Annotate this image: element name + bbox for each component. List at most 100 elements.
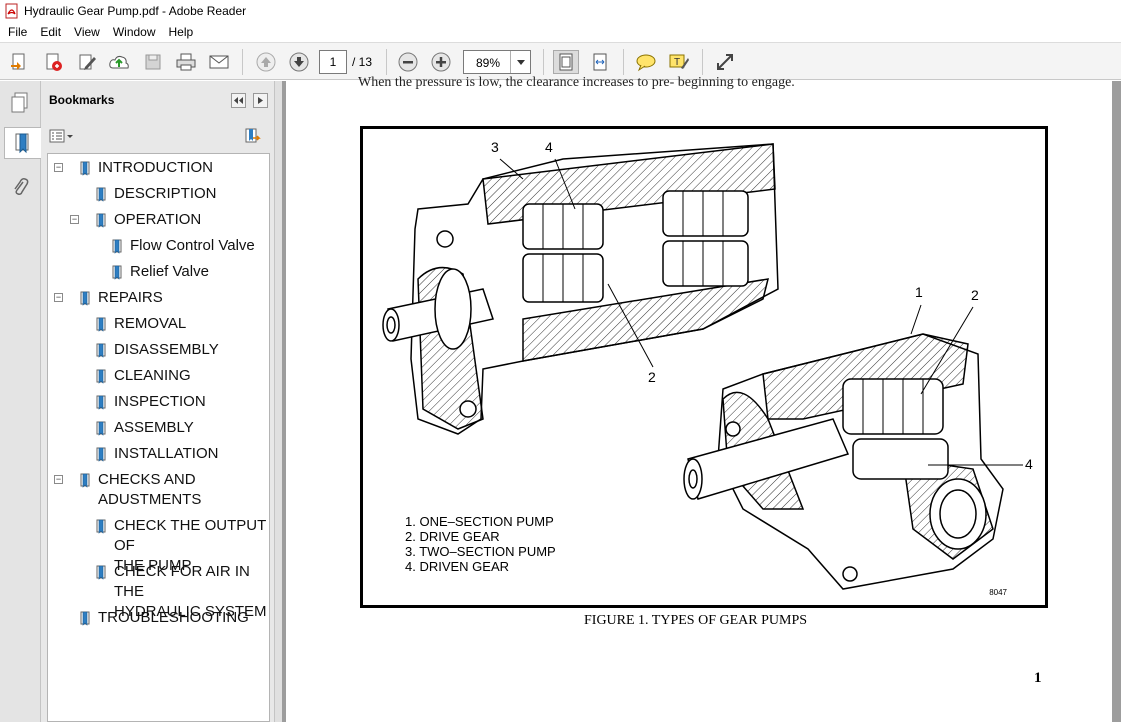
document-area: When the pressure is low, the clearance … <box>282 75 1121 722</box>
create-pdf-icon[interactable] <box>6 50 32 74</box>
page-top-text: When the pressure is low, the clearance … <box>358 75 795 90</box>
bookmark-label: DESCRIPTION <box>114 185 217 202</box>
email-icon[interactable] <box>206 50 232 74</box>
bookmark-item[interactable]: TROUBLESHOOTING <box>80 608 269 628</box>
comment-icon[interactable] <box>633 50 659 74</box>
bookmarks-header: Bookmarks <box>41 81 274 121</box>
figure-callout: 2 <box>971 287 979 303</box>
bookmark-icon <box>96 519 106 534</box>
menu-help[interactable]: Help <box>168 25 194 39</box>
attachments-icon[interactable] <box>4 171 36 203</box>
collapse-toggle-icon[interactable]: − <box>54 474 63 484</box>
page-count: / 13 <box>352 55 373 69</box>
bookmark-item[interactable]: − INTRODUCTION <box>54 158 269 178</box>
expand-icon[interactable] <box>712 50 738 74</box>
bookmarks-panel: Bookmarks − INTRODUCTION DESCRIPTION − OPERA… <box>41 81 274 722</box>
bookmark-item[interactable]: ASSEMBLY <box>96 418 269 438</box>
figure-callout: 4 <box>545 139 553 155</box>
bookmark-item[interactable]: DESCRIPTION <box>96 184 269 204</box>
bookmark-item[interactable]: REMOVAL <box>96 314 269 334</box>
bookmark-icon <box>96 395 106 410</box>
upload-icon[interactable] <box>106 50 132 74</box>
page-number-input[interactable]: 1 <box>319 50 347 74</box>
bookmark-label: DISASSEMBLY <box>114 341 219 358</box>
bookmarks-tree: − INTRODUCTION DESCRIPTION − OPERATION Flow C… <box>47 153 270 722</box>
save-icon[interactable] <box>140 50 166 74</box>
vertical-scrollbar[interactable] <box>1112 81 1121 722</box>
bookmark-icon <box>80 161 90 176</box>
legend-item: 2. DRIVE GEAR <box>405 529 500 544</box>
bookmark-label: REMOVAL <box>114 315 187 332</box>
fit-width-icon[interactable] <box>587 50 613 74</box>
bookmark-item[interactable]: Flow Control Valve <box>112 236 269 256</box>
bookmark-label-continued: HYDRAULIC SYSTEM <box>114 603 267 620</box>
window-title: Hydraulic Gear Pump.pdf - Adobe Reader <box>24 4 247 18</box>
bookmarks-toolbar <box>41 121 274 151</box>
figure-code: 8047 <box>989 588 1007 597</box>
zoom-in-icon[interactable] <box>428 50 454 74</box>
pages-icon[interactable] <box>4 87 36 119</box>
bookmark-label: INSPECTION <box>114 393 206 410</box>
bookmark-item[interactable]: CLEANING <box>96 366 269 386</box>
highlight-icon[interactable]: T <box>666 50 692 74</box>
panel-arrow-icon[interactable] <box>253 93 268 108</box>
bookmark-item[interactable]: CHECK FOR AIR IN THE HYDRAULIC SYSTEM <box>96 562 269 622</box>
bookmark-icon <box>96 421 106 436</box>
bookmark-label: INTRODUCTION <box>98 159 213 176</box>
menu-file[interactable]: File <box>8 25 28 39</box>
bookmark-label: Relief Valve <box>130 263 209 280</box>
menu-window[interactable]: Window <box>112 25 156 39</box>
collapse-toggle-icon[interactable]: − <box>70 214 79 224</box>
bookmark-icon <box>80 291 90 306</box>
two-section-pump-drawing <box>382 143 779 435</box>
bookmark-icon <box>96 213 106 228</box>
menu-bar: File Edit View Window Help <box>0 22 1121 42</box>
bookmark-item[interactable]: Relief Valve <box>112 262 269 282</box>
figure-legend: 1. ONE–SECTION PUMP 2. DRIVE GEAR 3. TWO… <box>405 514 556 574</box>
bookmark-label-continued: ADUSTMENTS <box>98 491 202 508</box>
bookmark-icon <box>96 447 106 462</box>
bookmark-label: CHECK THE OUTPUT OF <box>114 517 266 554</box>
bookmarks-icon[interactable] <box>4 127 41 159</box>
toolbar: 1 / 13 89% T <box>0 42 1121 80</box>
convert-icon[interactable] <box>40 50 66 74</box>
bookmark-icon <box>96 369 106 384</box>
callout-leaders <box>499 158 1023 466</box>
collapse-toggle-icon[interactable]: − <box>54 162 63 172</box>
print-icon[interactable] <box>173 50 199 74</box>
menu-edit[interactable]: Edit <box>40 25 62 39</box>
title-bar: Hydraulic Gear Pump.pdf - Adobe Reader <box>0 0 1121 22</box>
zoom-select[interactable]: 89% <box>463 50 531 74</box>
svg-text:T: T <box>674 57 680 68</box>
bookmark-item[interactable]: INSTALLATION <box>96 444 269 464</box>
bookmark-item[interactable]: − REPAIRS <box>54 288 269 308</box>
figure-callout: 1 <box>915 284 923 300</box>
menu-view[interactable]: View <box>74 25 100 39</box>
legend-item: 3. TWO–SECTION PUMP <box>405 544 556 559</box>
zoom-out-icon[interactable] <box>395 50 421 74</box>
collapse-panel-icon[interactable] <box>231 93 246 108</box>
delete-bookmark-icon[interactable] <box>243 127 261 148</box>
bookmark-icon <box>112 239 122 254</box>
navigation-pane <box>0 81 41 722</box>
chevron-down-icon[interactable] <box>510 51 530 73</box>
collapse-toggle-icon[interactable]: − <box>54 292 63 302</box>
bookmark-item[interactable]: − OPERATION <box>70 210 269 230</box>
fit-page-icon[interactable] <box>553 50 579 74</box>
page-up-icon[interactable] <box>253 50 279 74</box>
bookmark-item[interactable]: INSPECTION <box>96 392 269 412</box>
options-menu-icon[interactable] <box>49 129 75 146</box>
bookmark-label: CLEANING <box>114 367 191 384</box>
bookmark-item[interactable]: DISASSEMBLY <box>96 340 269 360</box>
pdf-page: When the pressure is low, the clearance … <box>286 75 1112 722</box>
bookmark-label: OPERATION <box>114 211 202 228</box>
panel-splitter[interactable] <box>274 81 282 722</box>
bookmark-label: CHECK FOR AIR IN THE <box>114 563 250 600</box>
page-down-icon[interactable] <box>286 50 312 74</box>
legend-item: 4. DRIVEN GEAR <box>405 559 510 574</box>
bookmark-label: INSTALLATION <box>114 445 219 462</box>
edit-icon[interactable] <box>74 50 100 74</box>
bookmark-label: REPAIRS <box>98 289 163 306</box>
